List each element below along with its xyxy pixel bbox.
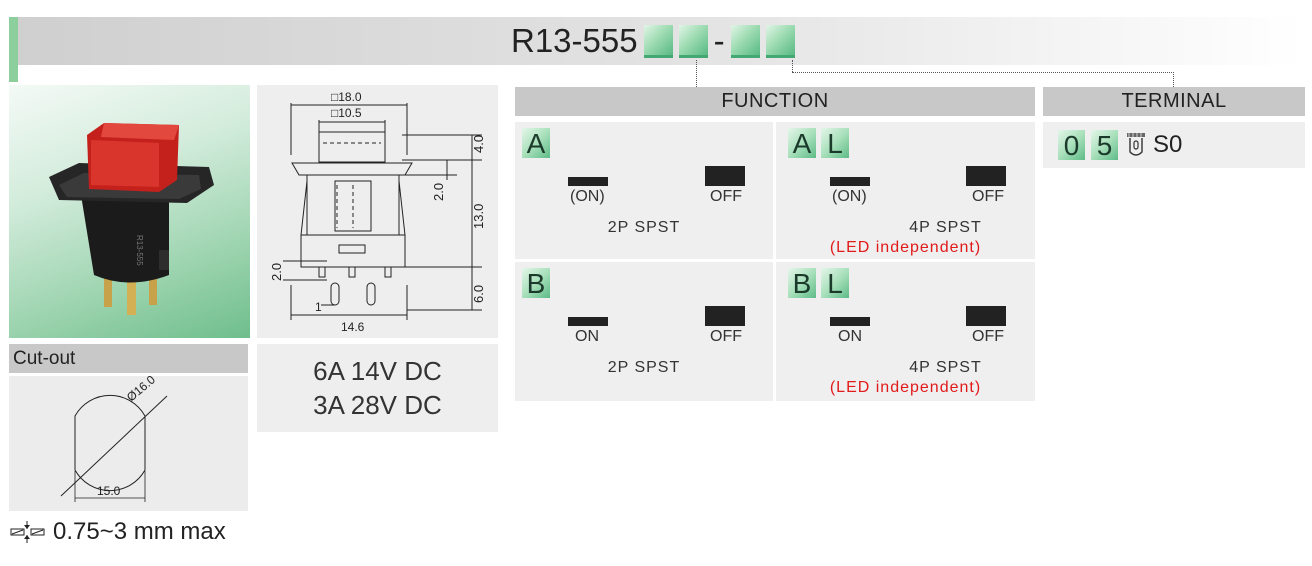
rating-line-1: 6A 14V DC bbox=[313, 356, 442, 386]
dim-terminal-offset: 2.0 bbox=[269, 263, 284, 281]
terminal-leader-line-c bbox=[1173, 72, 1174, 87]
state-right: OFF bbox=[972, 188, 1004, 205]
terminal-title: TERMINAL bbox=[1043, 87, 1305, 116]
model-code: R13-555 - bbox=[511, 17, 795, 65]
function-letter-2: L bbox=[821, 128, 849, 159]
switch-illustration: R13-555 bbox=[49, 123, 214, 315]
panel-thickness: 0.75~3 mm max bbox=[9, 518, 226, 546]
model-prefix: R13-555 bbox=[511, 22, 638, 59]
released-button-icon bbox=[705, 306, 745, 326]
svg-text:R13-555: R13-555 bbox=[135, 235, 144, 266]
pushed-button-icon bbox=[830, 317, 870, 326]
terminal-slot-2 bbox=[765, 24, 795, 58]
state-right: OFF bbox=[710, 328, 742, 345]
dim-top-outer: □18.0 bbox=[331, 90, 362, 104]
function-description: 4P SPST bbox=[909, 219, 982, 236]
dim-terminal-pitch: 1 bbox=[315, 300, 322, 314]
state-left: (ON) bbox=[832, 188, 867, 205]
function-cell-b: B ON OFF 2P SPST bbox=[515, 262, 773, 401]
cutout-svg: Ø16.0 15.0 bbox=[60, 372, 168, 502]
function-slot-2 bbox=[678, 24, 708, 58]
terminal-slot-1 bbox=[730, 24, 760, 58]
released-button-icon bbox=[705, 166, 745, 186]
state-left: (ON) bbox=[570, 188, 605, 205]
function-note: (LED independent) bbox=[829, 239, 982, 256]
state-right: OFF bbox=[710, 188, 742, 205]
electrical-rating: 6A 14V DC 3A 28V DC bbox=[257, 344, 498, 432]
terminal-digit-2: 5 bbox=[1091, 130, 1118, 161]
released-button-icon bbox=[966, 306, 1006, 326]
terminal-leader-line-b bbox=[792, 72, 1174, 73]
dimension-drawing: □18.0 □10.5 4.0 2.0 13.0 6.0 2.0 1 14.6 bbox=[257, 85, 498, 338]
model-separator: - bbox=[713, 22, 725, 59]
function-leader-line bbox=[696, 60, 697, 87]
dim-body-height: 13.0 bbox=[471, 204, 486, 229]
product-photo: R13-555 bbox=[9, 85, 250, 338]
dim-cap-height: 4.0 bbox=[471, 135, 486, 153]
function-title: FUNCTION bbox=[515, 87, 1035, 116]
terminal-leader-line-a bbox=[792, 60, 793, 72]
function-description: 2P SPST bbox=[607, 219, 681, 236]
rating-line-2: 3A 28V DC bbox=[313, 390, 442, 420]
function-letter-2: L bbox=[821, 268, 849, 299]
state-left: ON bbox=[575, 328, 599, 345]
dim-step-height: 2.0 bbox=[431, 183, 446, 201]
function-slot-1 bbox=[643, 24, 673, 58]
panel-thickness-value: 0.75~3 mm max bbox=[53, 518, 226, 545]
cutout-width-label: 15.0 bbox=[97, 484, 121, 498]
function-cell-a: A (ON) OFF 2P SPST bbox=[515, 122, 773, 259]
function-cell-al: A L (ON) OFF 4P SPST (LED independent) bbox=[776, 122, 1035, 259]
dim-terminal-height: 6.0 bbox=[471, 285, 486, 303]
function-cell-bl: B L ON OFF 4P SPST (LED independent) bbox=[776, 262, 1035, 401]
function-letter: A bbox=[522, 128, 550, 159]
function-description: 2P SPST bbox=[607, 359, 681, 376]
cutout-diameter-label: Ø16.0 bbox=[124, 376, 158, 404]
function-letter-1: A bbox=[788, 128, 816, 159]
terminal-digit-1: 0 bbox=[1058, 130, 1085, 161]
cutout-title: Cut-out bbox=[9, 344, 248, 373]
state-left: ON bbox=[838, 328, 862, 345]
dimension-svg: □18.0 □10.5 4.0 2.0 13.0 6.0 2.0 1 14.6 bbox=[269, 90, 486, 334]
dim-top-inner: □10.5 bbox=[331, 106, 362, 120]
panel-thickness-icon bbox=[10, 521, 45, 543]
function-note: (LED independent) bbox=[829, 379, 982, 396]
function-letter: B bbox=[522, 268, 550, 299]
pushed-button-icon bbox=[568, 317, 608, 326]
released-button-icon bbox=[966, 166, 1006, 186]
function-description: 4P SPST bbox=[909, 359, 982, 376]
state-right: OFF bbox=[972, 328, 1004, 345]
cutout-drawing: Ø16.0 15.0 bbox=[9, 372, 248, 511]
quick-connect-terminal-icon bbox=[1127, 133, 1145, 156]
header-accent bbox=[9, 17, 18, 82]
pushed-button-icon bbox=[568, 177, 608, 186]
terminal-option: 0 5 S0 bbox=[1043, 122, 1305, 168]
pushed-button-icon bbox=[830, 177, 870, 186]
dim-base-width: 14.6 bbox=[341, 320, 365, 334]
terminal-code: S0 bbox=[1153, 131, 1183, 158]
function-letter-1: B bbox=[788, 268, 816, 299]
